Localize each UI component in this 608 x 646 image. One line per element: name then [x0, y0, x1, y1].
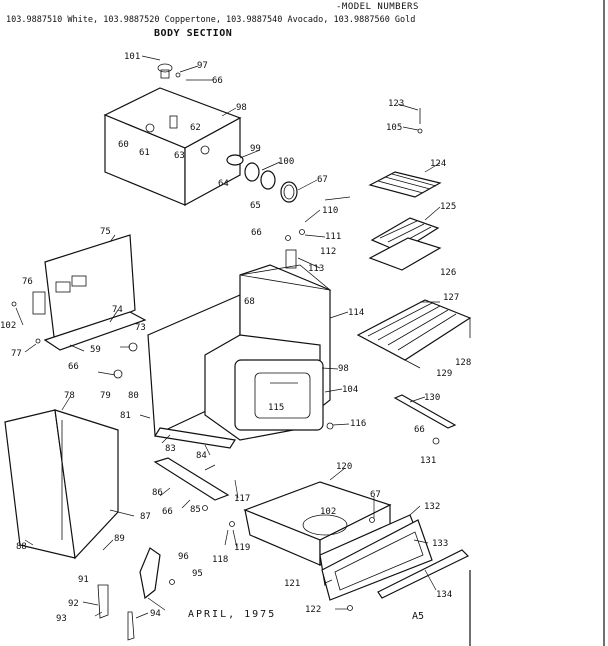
part-label-91: 91	[78, 575, 89, 585]
part-label-66: 66	[414, 425, 425, 435]
part-label-95: 95	[192, 569, 203, 579]
part-label-89: 89	[114, 534, 125, 544]
part-label-93: 93	[56, 614, 67, 624]
part-label-124: 124	[430, 159, 446, 169]
part-labels: 101 97 66 98 62 60 61 63 99 100 64 65 67…	[0, 52, 471, 624]
part-label-114: 114	[348, 308, 364, 318]
part-label-117: 117	[234, 494, 250, 504]
part-label-62: 62	[190, 123, 201, 133]
part-label-131: 131	[420, 456, 436, 466]
part-label-110: 110	[322, 206, 338, 216]
part-label-68: 68	[244, 297, 255, 307]
part-label-78: 78	[64, 391, 75, 401]
drawer-front	[319, 514, 433, 601]
part-label-96: 96	[178, 552, 189, 562]
part-label-105: 105	[386, 123, 402, 133]
part-label-86: 86	[152, 488, 163, 498]
part-label-104: 104	[342, 385, 358, 395]
footer-page-number: A5	[412, 611, 425, 622]
part-label-100: 100	[278, 157, 294, 167]
part-label-134: 134	[436, 590, 452, 600]
part-label-121: 121	[284, 579, 300, 589]
leader-lines	[15, 55, 441, 619]
part-label-120: 120	[336, 462, 352, 472]
broiler-grid	[368, 171, 442, 198]
model-numbers-list: 103.9887510 White, 103.9887520 Copperton…	[6, 15, 416, 25]
part-label-61: 61	[139, 148, 150, 158]
part-label-66: 66	[212, 76, 223, 86]
part-label-64: 64	[218, 179, 229, 189]
trim-strip	[377, 549, 470, 599]
part-label-84: 84	[196, 451, 207, 461]
burner-parts	[226, 154, 298, 203]
part-label-123: 123	[388, 99, 404, 109]
part-label-119: 119	[234, 543, 250, 553]
part-label-129: 129	[436, 369, 452, 379]
part-label-92: 92	[68, 599, 79, 609]
part-label-127: 127	[443, 293, 459, 303]
part-label-80: 80	[128, 391, 139, 401]
part-label-75: 75	[100, 227, 111, 237]
part-label-76: 76	[22, 277, 33, 287]
small-fasteners	[11, 72, 440, 611]
side-strip	[393, 394, 457, 429]
part-label-115: 115	[268, 403, 284, 413]
part-label-133: 133	[432, 539, 448, 549]
part-label-73: 73	[135, 323, 146, 333]
broiler-pan	[368, 217, 442, 271]
part-label-77: 77	[11, 349, 22, 359]
part-label-130: 130	[424, 393, 440, 403]
part-label-98: 98	[338, 364, 349, 374]
part-label-83: 83	[165, 444, 176, 454]
footer-date: APRIL, 1975	[188, 609, 277, 620]
part-label-65: 65	[250, 201, 261, 211]
kick-rail	[153, 457, 230, 501]
part-label-98: 98	[236, 103, 247, 113]
door-hinge-parts	[97, 547, 161, 641]
part-label-81: 81	[120, 411, 131, 421]
part-label-79: 79	[100, 391, 111, 401]
part-label-66: 66	[68, 362, 79, 372]
part-label-125: 125	[440, 202, 456, 212]
part-label-102: 102	[320, 507, 336, 517]
part-label-94: 94	[150, 609, 161, 619]
bottom-rail	[154, 427, 236, 449]
part-label-122: 122	[305, 605, 321, 615]
part-label-116: 116	[350, 419, 366, 429]
part-label-63: 63	[174, 151, 185, 161]
part-label-118: 118	[212, 555, 228, 565]
part-label-112: 112	[320, 247, 336, 257]
part-label-67: 67	[370, 490, 381, 500]
part-label-59: 59	[90, 345, 101, 355]
part-label-74: 74	[112, 305, 123, 315]
part-label-88: 88	[16, 542, 27, 552]
oven-rack	[356, 299, 472, 369]
part-label-113: 113	[308, 264, 324, 274]
part-label-85: 85	[190, 505, 201, 515]
side-door-panel	[4, 409, 119, 560]
part-label-99: 99	[250, 144, 261, 154]
part-label-111: 111	[325, 232, 341, 242]
part-label-101: 101	[124, 52, 140, 62]
part-label-128: 128	[455, 358, 471, 368]
part-label-66: 66	[162, 507, 173, 517]
part-label-102: 102	[0, 321, 16, 331]
part-label-67: 67	[317, 175, 328, 185]
part-label-97: 97	[197, 61, 208, 71]
section-title: BODY SECTION	[154, 28, 233, 39]
side-panel-left	[32, 234, 147, 351]
part-label-60: 60	[118, 140, 129, 150]
part-label-66: 66	[251, 228, 262, 238]
model-numbers-title: -MODEL NUMBERS	[336, 2, 419, 12]
part-label-132: 132	[424, 502, 440, 512]
oven-liner	[204, 334, 324, 441]
part-label-87: 87	[140, 512, 151, 522]
part-label-126: 126	[440, 268, 456, 278]
body-top-box	[103, 63, 242, 207]
